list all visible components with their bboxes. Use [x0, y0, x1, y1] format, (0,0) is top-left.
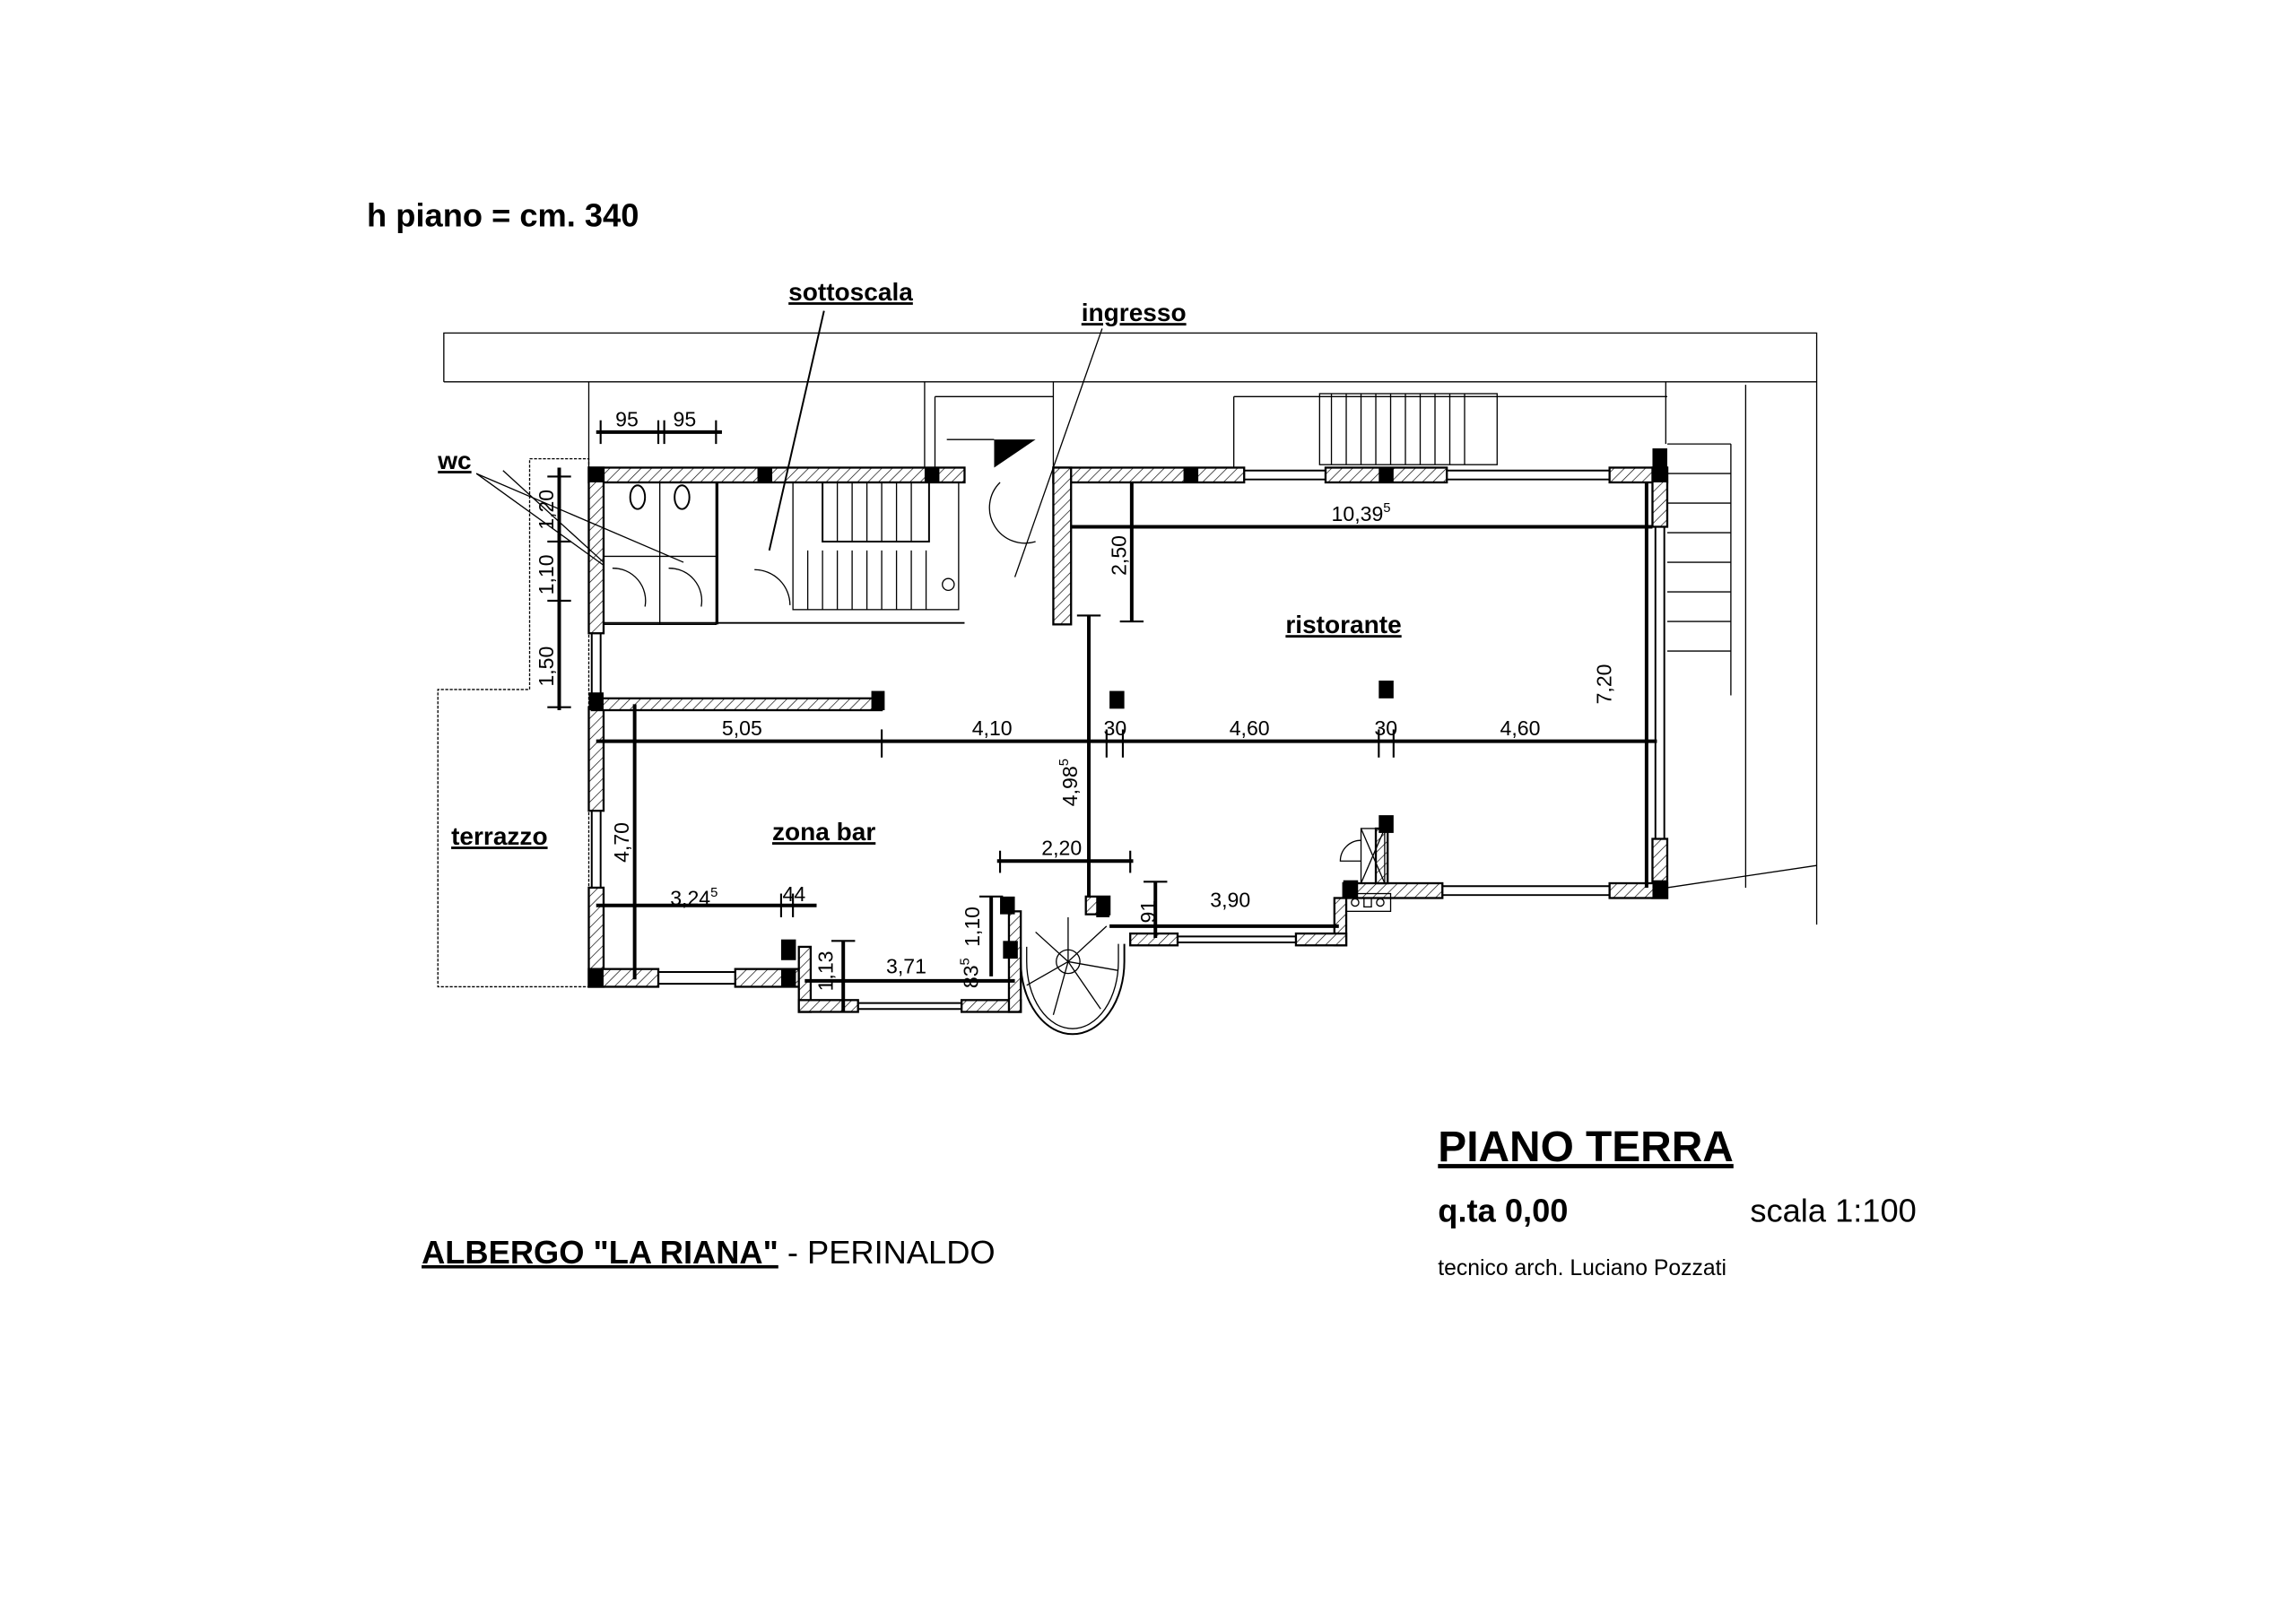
dim-label: 95: [615, 407, 639, 430]
project-title: ALBERGO "LA RIANA" - PERINALDO: [422, 1234, 996, 1271]
dim-label: 3,245: [670, 886, 718, 910]
project-name: ALBERGO "LA RIANA": [422, 1234, 778, 1271]
room-labels: sottoscala ingresso wc terrazzo zona bar…: [437, 278, 1401, 850]
floor-height-label: h piano = cm. 340: [367, 197, 639, 234]
dim-label: 7,20: [1592, 664, 1615, 704]
dim-label: 10,395: [1332, 501, 1391, 525]
scale-label: scala 1:100: [1750, 1193, 1917, 1229]
leader-lines: [475, 310, 1103, 577]
dim-label: 5,05: [722, 716, 762, 740]
dim-label: 95: [674, 407, 697, 430]
dim-label: 3,71: [886, 955, 926, 978]
dim-label: 1,20: [535, 490, 558, 530]
dim-label: 4,60: [1230, 716, 1270, 740]
dim-label: 44: [783, 882, 806, 906]
dim-label: 4,10: [972, 716, 1013, 740]
dim-label: 1,10: [961, 907, 984, 947]
dim-label: 1,13: [814, 950, 838, 991]
spiral-staircase: [1020, 916, 1126, 1036]
outer-stairs-right: [1666, 385, 1817, 889]
bar-appliance: [1345, 892, 1392, 912]
plan-title: PIANO TERRA: [1438, 1124, 1734, 1171]
dim-label: 2,50: [1107, 535, 1130, 576]
label-ingresso: ingresso: [1082, 299, 1187, 326]
dim-label: 1,10: [535, 554, 558, 595]
project-location: - PERINALDO: [778, 1234, 996, 1271]
internal-staircase: [754, 482, 1036, 611]
title-block: PIANO TERRA q.ta 0,00 scala 1:100 tecnic…: [422, 1124, 1917, 1280]
entrance-arrow-icon: [994, 439, 1036, 468]
dimension-labels: 95 95 1,20 1,10 1,50 2,50 10,395 7,20 5,…: [535, 407, 1615, 991]
dim-label: 4,985: [1057, 759, 1082, 806]
dimension-lines: [547, 420, 1657, 1012]
technician-label: tecnico arch. Luciano Pozzati: [1438, 1256, 1726, 1280]
label-wc: wc: [437, 447, 471, 474]
label-sottoscala: sottoscala: [788, 278, 913, 306]
dim-label: 4,60: [1500, 716, 1541, 740]
dim-label: 1,50: [535, 647, 558, 687]
terrace-outline: [437, 457, 590, 988]
outer-stairs-top: [1330, 394, 1465, 465]
dim-label: 4,70: [610, 822, 633, 863]
label-ristorante: ristorante: [1285, 611, 1401, 638]
wc-fixtures: [603, 482, 965, 625]
level-label: q.ta 0,00: [1438, 1193, 1568, 1229]
dim-label: 835: [958, 958, 982, 988]
dim-label: 3,90: [1210, 888, 1250, 911]
label-terrazzo: terrazzo: [451, 822, 548, 850]
dim-label: 30: [1374, 716, 1397, 740]
dim-label: 91: [1136, 900, 1160, 924]
dim-label: 30: [1104, 716, 1127, 740]
label-zona-bar: zona bar: [772, 818, 875, 846]
dim-label: 2,20: [1041, 837, 1082, 860]
